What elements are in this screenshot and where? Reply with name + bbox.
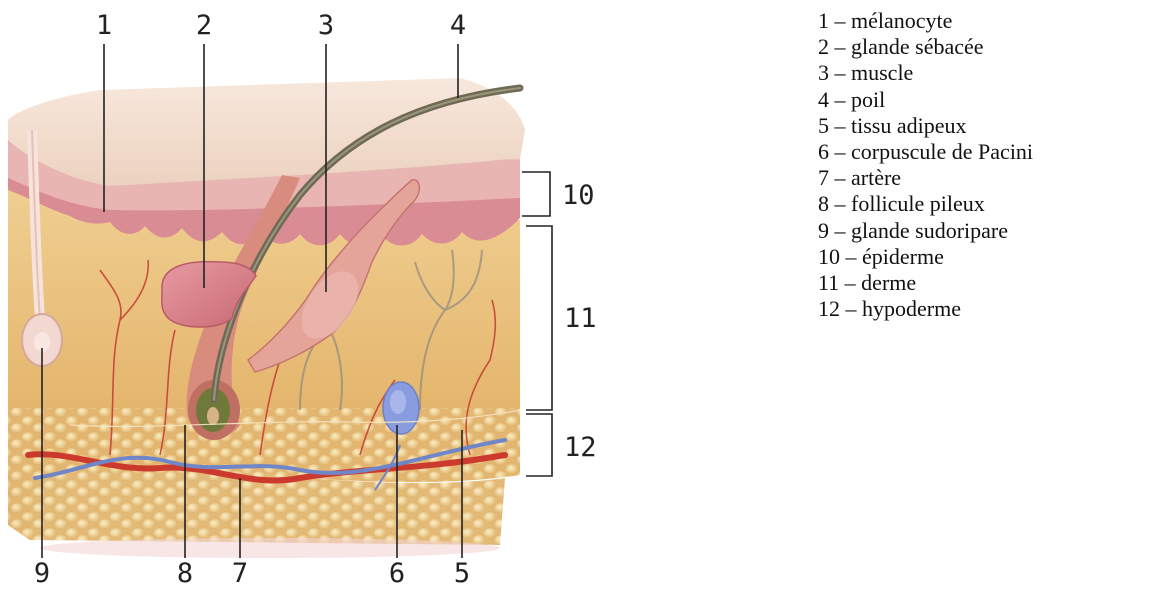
hypodermis-layer <box>8 408 520 482</box>
bracket-dermis <box>526 226 552 410</box>
callout-6: 6 <box>389 558 405 586</box>
legend-item-9: 9 – glande sudoripare <box>818 218 1033 244</box>
legend-item-1: 1 – mélanocyte <box>818 8 1033 34</box>
callout-12: 12 <box>564 432 597 463</box>
legend-item-8: 8 – follicule pileux <box>818 191 1033 217</box>
bracket-epidermis <box>522 172 550 216</box>
legend-item-11: 11 – derme <box>818 270 1033 296</box>
callout-4: 4 <box>450 10 466 41</box>
callout-11: 11 <box>564 303 597 334</box>
layer-brackets <box>522 172 552 476</box>
legend-item-6: 6 – corpuscule de Pacini <box>818 139 1033 165</box>
legend-item-10: 10 – épiderme <box>818 244 1033 270</box>
callout-3: 3 <box>318 10 334 41</box>
legend-item-5: 5 – tissu adipeux <box>818 113 1033 139</box>
legend-list: 1 – mélanocyte 2 – glande sébacée 3 – mu… <box>818 8 1033 322</box>
callout-5: 5 <box>454 558 470 586</box>
callout-10: 10 <box>562 180 595 211</box>
callout-2: 2 <box>196 10 212 41</box>
callout-9: 9 <box>34 558 50 586</box>
block-shadow <box>40 538 500 558</box>
layer-callout-numbers: 10 11 12 <box>562 180 597 463</box>
bracket-hypodermis <box>526 414 552 476</box>
legend-item-4: 4 – poil <box>818 87 1033 113</box>
legend-item-2: 2 – glande sébacée <box>818 34 1033 60</box>
legend-item-7: 7 – artère <box>818 165 1033 191</box>
callout-1: 1 <box>96 10 112 41</box>
callout-8: 8 <box>177 558 193 586</box>
legend-item-12: 12 – hypoderme <box>818 296 1033 322</box>
callout-7: 7 <box>232 558 248 586</box>
skin-block <box>8 78 525 558</box>
legend-item-3: 3 – muscle <box>818 60 1033 86</box>
